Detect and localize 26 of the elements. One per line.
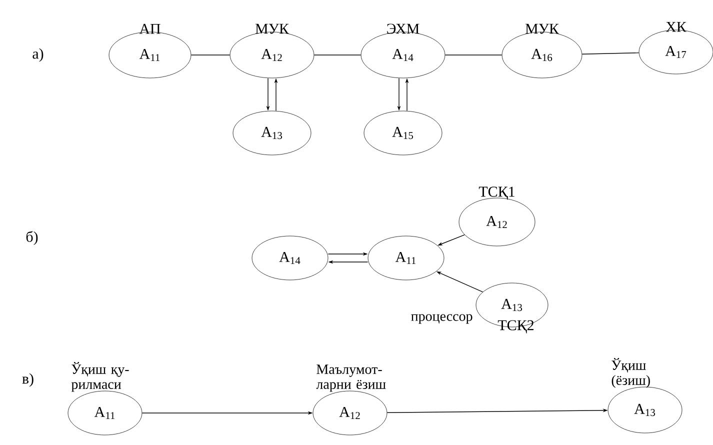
node-heading: ТСҚ1 bbox=[478, 186, 514, 200]
ellipse-node: A$_{15}$ bbox=[364, 110, 442, 156]
ellipse-node: A$_{13}$ bbox=[232, 110, 312, 156]
connector-line bbox=[190, 54, 230, 56]
node-heading: ЭХМ bbox=[387, 24, 420, 34]
ellipse-node: A$_{12}$ bbox=[312, 390, 388, 436]
ellipse-node: A$_{14}$ bbox=[252, 236, 328, 280]
node-heading: АП bbox=[139, 24, 160, 34]
side-label: процессор bbox=[411, 314, 472, 324]
panel-label: в) bbox=[22, 373, 34, 387]
node-heading: ТСҚ2 bbox=[498, 320, 534, 334]
panel-label: а) bbox=[32, 48, 44, 62]
node-heading: МУК bbox=[255, 24, 290, 34]
ellipse-node: A$_{11}$ bbox=[368, 236, 444, 280]
node-heading: МУК bbox=[525, 24, 560, 34]
node-heading: Ўқиш қу- рилмаси bbox=[71, 362, 129, 392]
ellipse-node: A$_{12}$ bbox=[458, 198, 536, 246]
connector-line bbox=[314, 54, 362, 56]
node-heading: Ўқиш (ёзиш) bbox=[612, 358, 650, 388]
connector-line bbox=[582, 52, 640, 54]
ellipse-node: A$_{13}$ bbox=[608, 386, 682, 434]
panel-label: б) bbox=[26, 231, 38, 245]
ellipse-node: A$_{11}$ bbox=[68, 390, 142, 436]
connector-line bbox=[444, 54, 502, 56]
node-heading: ХК bbox=[666, 22, 686, 32]
node-heading: Маълумот- ларни ёзиш bbox=[316, 364, 386, 392]
